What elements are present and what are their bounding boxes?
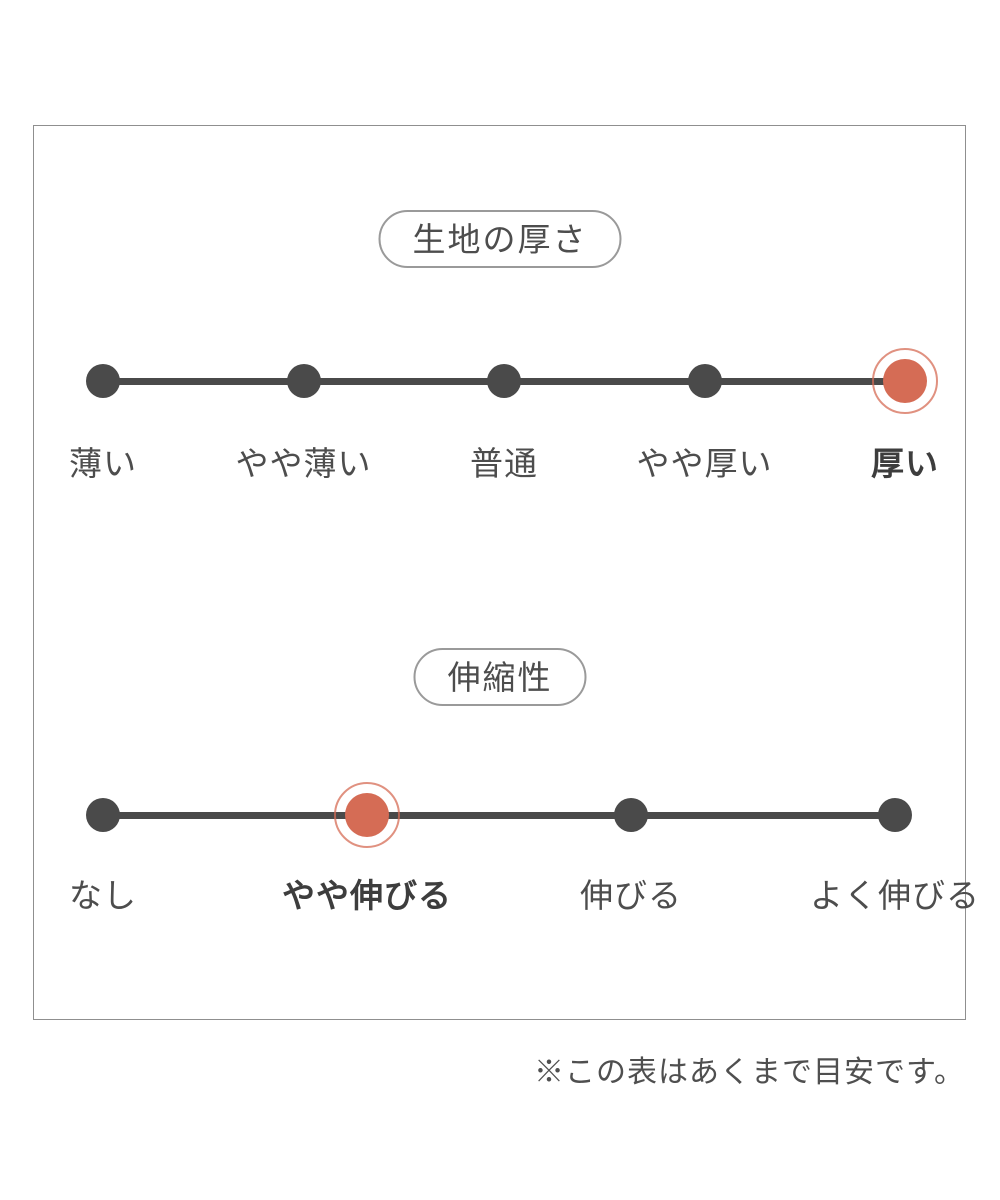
scale-title: 生地の厚さ <box>412 221 588 258</box>
scale-option-label: よく伸びる <box>810 877 980 914</box>
scale-option-label: 厚い <box>871 445 939 482</box>
scale-dot <box>487 364 521 398</box>
scale-option-label: 伸びる <box>580 877 682 914</box>
scale-option-label: 薄い <box>69 445 137 482</box>
scale-dot <box>86 798 120 832</box>
scale-option-label: やや厚い <box>636 445 773 482</box>
scale-dot <box>878 798 912 832</box>
scale-track <box>103 811 895 819</box>
scale-option-label: やや薄い <box>235 445 372 482</box>
scale-option-label: やや伸びる <box>282 877 452 914</box>
scale-dot-selected <box>334 782 400 848</box>
scale-dot-selected <box>872 348 938 414</box>
scale-dot <box>286 364 321 398</box>
scale-dot <box>614 798 648 832</box>
footnote: ※この表はあくまで目安です。 <box>534 1056 965 1089</box>
scale-option-label: 普通 <box>470 445 538 482</box>
scale-dot <box>86 364 120 398</box>
scale-title-pill: 伸縮性 <box>413 648 587 706</box>
scale-title: 伸縮性 <box>447 659 553 696</box>
scale-title-pill: 生地の厚さ <box>378 210 622 268</box>
scale-dot <box>687 364 722 398</box>
scale-option-label: なし <box>69 877 137 914</box>
chart-frame <box>33 125 966 1020</box>
